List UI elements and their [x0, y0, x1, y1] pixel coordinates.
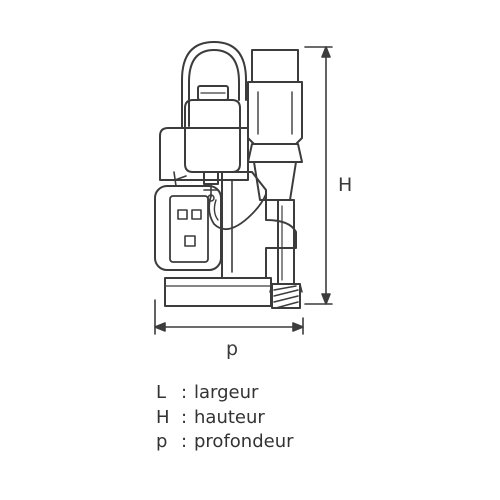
carry-handle-inner [188, 49, 240, 127]
coolant-valve [203, 171, 219, 185]
legend-separator: : [180, 406, 188, 428]
legend-text: largeur [194, 382, 259, 403]
switch-upper-2 [191, 209, 202, 220]
coolant-tank [184, 99, 241, 173]
legend-key: L [156, 382, 167, 403]
legend-text: hauteur [194, 406, 265, 428]
magnetic-base [164, 277, 272, 307]
legend-row-height: H : hauteur [156, 406, 294, 431]
spindle [277, 199, 295, 285]
control-panel [169, 195, 209, 263]
switch-upper-1 [177, 209, 188, 220]
depth-dimension-label: p [226, 338, 239, 360]
coolant-hose [208, 193, 267, 231]
height-dimension [304, 46, 333, 305]
legend-row-width: L : largeur [156, 381, 294, 406]
legend-text: profondeur [194, 431, 294, 452]
legend-key: H [156, 406, 170, 428]
switch-lower [184, 235, 196, 247]
legend-separator: : [180, 382, 188, 403]
coolant-tank-cap [197, 85, 229, 101]
height-dimension-label: H [338, 174, 353, 196]
legend-key: p [156, 431, 168, 452]
motor-skirt [247, 143, 303, 163]
depth-dimension [154, 299, 304, 335]
motor-top [251, 49, 299, 83]
legend-row-depth: p : profondeur [156, 430, 294, 455]
gearbox [253, 161, 297, 201]
feed-handle [173, 171, 187, 187]
drill-stand [221, 171, 297, 279]
dimension-legend: L : largeur H : hauteur p : profondeur [156, 381, 294, 455]
motor-body [247, 81, 303, 145]
legend-separator: : [180, 431, 188, 452]
carry-handle [181, 41, 247, 129]
